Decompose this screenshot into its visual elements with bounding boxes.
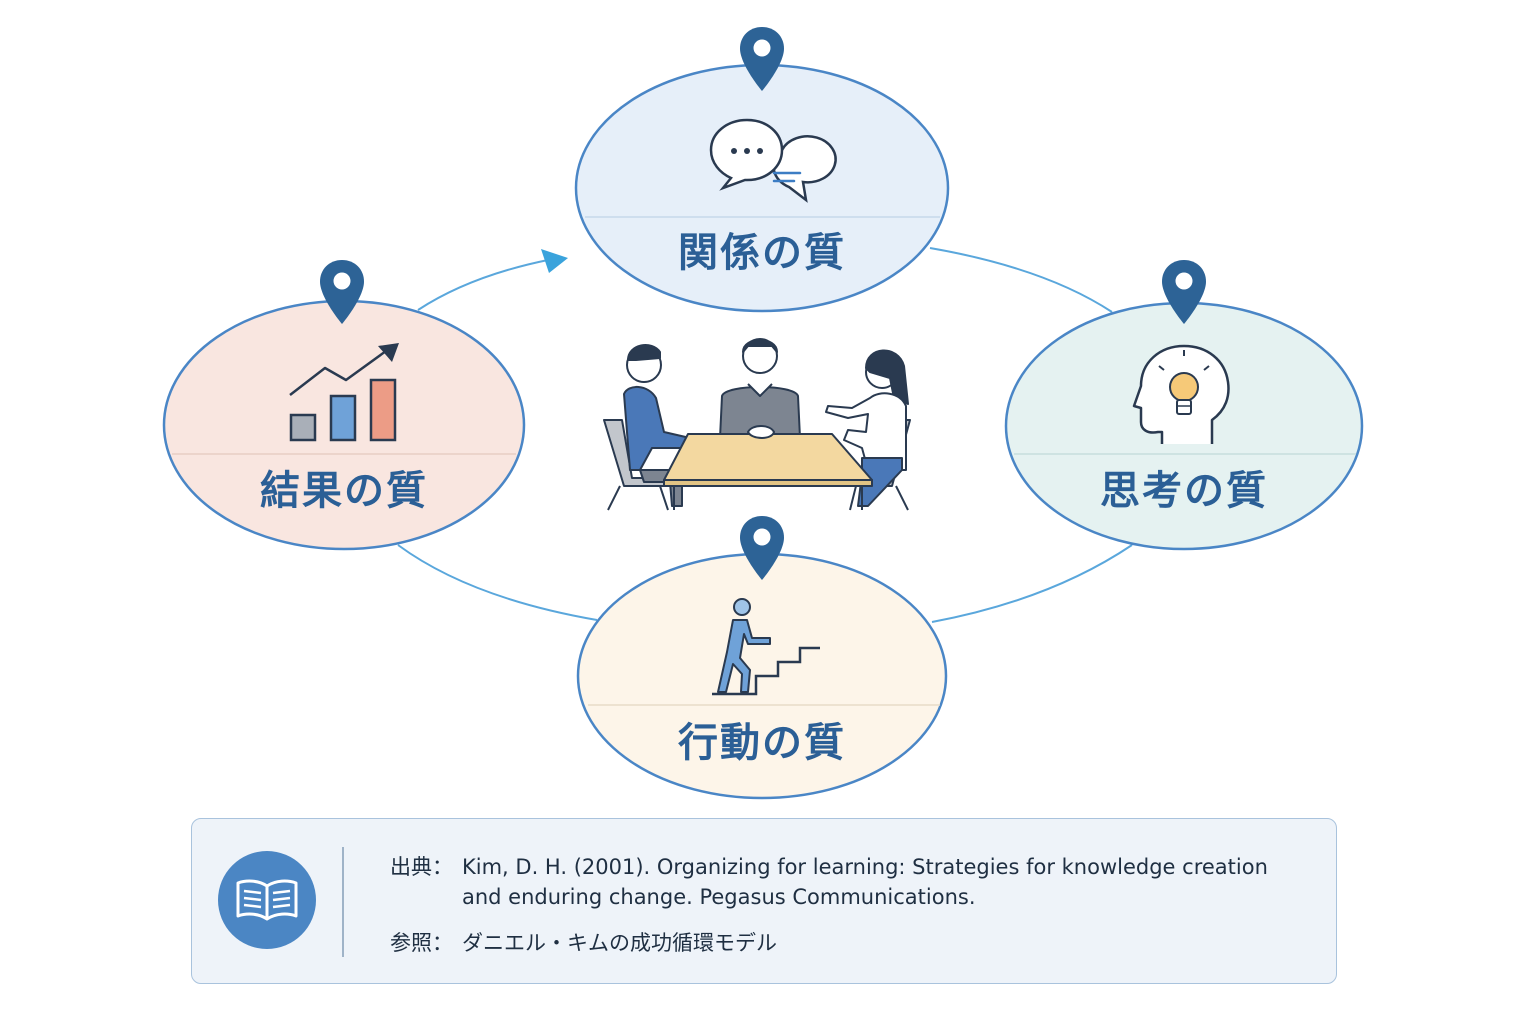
open-book-icon (218, 851, 316, 949)
reference-label: 参照： (390, 931, 453, 955)
source-text-line1: Kim, D. H. (2001). Organizing for learni… (462, 855, 1268, 879)
person-climbing-stairs-icon (712, 598, 820, 696)
source-label: 出典： (390, 855, 453, 879)
result-title: 結果の質 (260, 468, 428, 514)
team-meeting-illustration (603, 338, 911, 511)
reference-box: 出典： Kim, D. H. (2001). Organizing for lea… (191, 818, 1337, 984)
source-text-line2: and enduring change. Pegasus Communicati… (462, 885, 976, 909)
connector-result-to-relationship (417, 259, 549, 311)
connector-thinking-to-action (931, 544, 1133, 623)
relationship-title: 関係の質 (678, 230, 846, 276)
action-title: 行動の質 (678, 720, 846, 766)
chat-bubbles-icon (709, 118, 837, 203)
arrowhead-icon (541, 249, 568, 273)
connector-action-to-result (397, 544, 598, 621)
node-result-quality: 結果の質 (162, 260, 526, 551)
reference-text: ダニエル・キムの成功循環モデル (462, 931, 777, 955)
node-action-quality: 行動の質 (576, 516, 948, 800)
head-lightbulb-icon (1132, 344, 1230, 444)
connector-relationship-to-thinking (929, 247, 1113, 313)
cycle-connectors (397, 247, 1133, 623)
source-citation: 出典： Kim, D. H. (2001). Organizing for lea… (390, 851, 1268, 881)
thinking-title: 思考の質 (1100, 468, 1268, 514)
node-thinking-quality: 思考の質 (1004, 260, 1364, 551)
growth-bar-chart-icon (289, 343, 399, 442)
node-relationship-quality: 関係の質 (574, 27, 950, 313)
reference-divider (342, 847, 344, 957)
reference-citation: 参照： ダニエル・キムの成功循環モデル (390, 927, 777, 957)
